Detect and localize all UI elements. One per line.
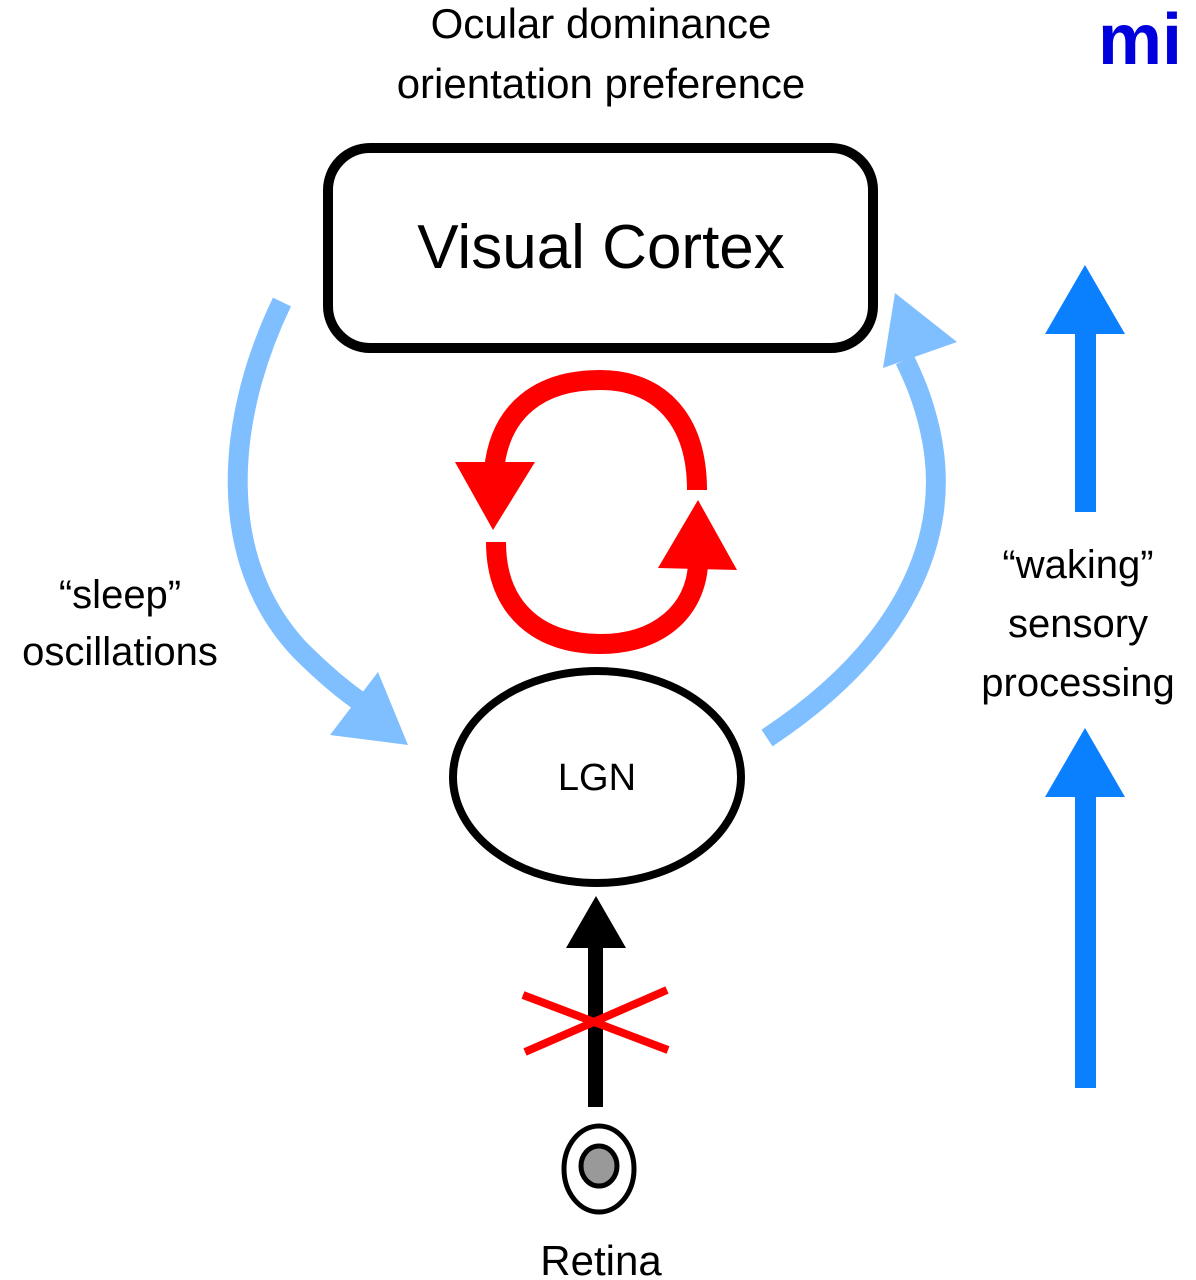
waking-arrowhead-icon [883,293,957,368]
eye-icon [561,1123,637,1215]
upward-arrow-bottom-shaft [1075,793,1096,1088]
arrow-up-icon [1045,728,1125,797]
sleep-arrow [227,297,408,745]
circular-arrows-icon [455,369,737,655]
visual-cortex-border [323,143,878,353]
upward-arrow-bottom [1045,728,1125,1088]
logo-text: mi [1098,0,1182,80]
upward-arrow-top-shaft [1075,330,1096,512]
x-cross-icon [521,986,670,1056]
top-label-line1: Ocular dominance [431,0,772,47]
loop-bottom-arc [486,541,708,655]
sleep-label-line2: oscillations [22,630,218,674]
visual-cortex-label: Visual Cortex [417,213,785,282]
waking-label-line3: processing [981,661,1174,705]
retina-arrowhead-icon [566,896,626,948]
waking-label-line2: sensory [1008,602,1148,646]
retina-label: Retina [540,1237,662,1280]
lgn-node: LGN [449,667,745,887]
logo: mi [1098,0,1182,80]
loop-top-arc [484,369,707,491]
waking-arrow [761,293,957,747]
sleep-arrowhead-icon [330,672,408,745]
x-stroke-2 [523,986,669,1056]
sleep-label-line1: “sleep” [59,573,181,617]
retina-input-arrow [566,896,626,1107]
waking-label-line1: “waking” [1002,543,1153,587]
lgn-ellipse [449,667,745,887]
lgn-label: LGN [558,757,636,799]
arrow-up-icon [1045,265,1125,334]
sleep-arrow-shaft [227,297,371,714]
visual-cortex-box: Visual Cortex [323,143,878,353]
loop-down-arrowhead [455,462,535,530]
loop-up-arrowhead [658,500,737,570]
retina-pupil [578,1143,620,1189]
waking-arrow-shaft [761,355,946,747]
upward-arrow-top [1045,265,1125,512]
top-label-line2: orientation preference [397,60,806,107]
